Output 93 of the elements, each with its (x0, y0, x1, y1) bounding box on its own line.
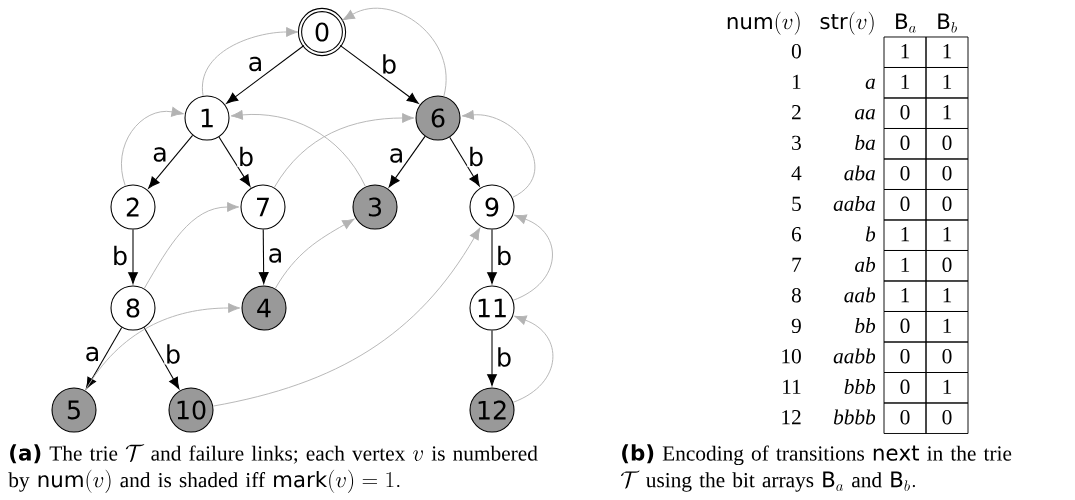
arrow (84, 303, 241, 391)
arrow (487, 229, 497, 284)
bit-cell: 0 (925, 158, 969, 190)
edge-label: b (164, 343, 182, 365)
row-number: 5 (792, 196, 801, 211)
bit-cell: 0 (883, 97, 927, 129)
row-string: aab (844, 287, 876, 303)
arrow (449, 136, 480, 187)
bit-cell: 0 (925, 189, 969, 221)
row-string: aabb (833, 348, 876, 364)
arrow (121, 106, 184, 187)
bit-cell: 1 (925, 97, 969, 129)
row-number: 4 (791, 166, 802, 181)
row-string: aba (844, 165, 875, 181)
bit-cell: 0 (925, 250, 969, 282)
edge-label: a (247, 56, 264, 72)
arrow (342, 7, 447, 97)
bit-cell: 0 (883, 189, 927, 221)
arrow (388, 135, 426, 188)
edge-label: a (388, 147, 405, 164)
edge-label: b (380, 53, 398, 75)
edge-label: a (267, 247, 284, 264)
arrow (148, 134, 194, 189)
column-header: $\mathsf{B}_a$ (896, 13, 916, 33)
edge-label: b (467, 146, 485, 167)
bit-cell: 1 (883, 219, 927, 251)
row-number: 2 (792, 105, 801, 120)
edge-label: b (111, 245, 129, 266)
row-string: ab (855, 257, 876, 272)
bit-cell: 0 (883, 128, 927, 160)
bit-cell: 0 (883, 311, 927, 343)
arrow (230, 109, 366, 188)
bit-cell: 0 (925, 128, 969, 160)
edge-label: a (84, 346, 101, 362)
edge-label: b (495, 245, 513, 266)
caption: $\textsf{\textbf{(a)}}\ \text{The trie}\ \mathcal{T}\ \allowbreak\text{and failure links;}\ \allowbreak\text{each vertex}\ v\ \allowbreak\text{is numbered}\allowbreak\ \text{by}\ \mathsf{num}(v)\ \allowbreak\text{and is shaded iff}\ \mathsf{mark}(v)=1.$ (8, 443, 538, 493)
arrow (202, 27, 299, 97)
row-number: 9 (791, 318, 801, 333)
row-number: 10 (782, 349, 801, 364)
arrow (85, 326, 123, 390)
row-string: aa (855, 109, 875, 120)
arrow (274, 218, 355, 289)
row-number: 7 (792, 257, 802, 272)
column-header: $\mathsf{str}(v)$ (820, 11, 874, 35)
bit-cell: 0 (883, 402, 927, 434)
row-string: bbb (844, 379, 876, 394)
row-string: a (865, 78, 875, 89)
row-number: 8 (791, 288, 801, 303)
bit-cell: 0 (883, 158, 927, 190)
arrow (258, 229, 269, 284)
arrow (512, 214, 553, 301)
arrow (512, 315, 554, 403)
arrow (226, 44, 305, 104)
bit-cell: 0 (883, 372, 927, 404)
row-string: ba (855, 135, 875, 150)
row-number: 6 (792, 227, 802, 242)
arrow (218, 136, 251, 187)
arrow (487, 330, 497, 386)
bit-cell: 1 (925, 372, 969, 404)
bit-cell: 1 (925, 280, 969, 312)
bit-cell: 1 (883, 36, 927, 68)
row-number: 0 (791, 44, 801, 59)
arrow (461, 109, 536, 198)
edge-label: b (237, 146, 255, 167)
bit-cell: 1 (925, 311, 969, 343)
bit-cell: 0 (925, 341, 969, 373)
row-string: b (865, 226, 876, 242)
arrow (143, 327, 180, 390)
bit-cell: 1 (883, 250, 927, 282)
edge-label: b (495, 346, 513, 368)
arrow (212, 227, 481, 407)
bit-cell: 1 (925, 36, 969, 68)
column-header: $\mathsf{num}(v)$ (727, 11, 800, 35)
arrow (143, 202, 240, 289)
row-number: 11 (783, 379, 801, 394)
row-number: 12 (782, 410, 801, 425)
arrow (273, 113, 415, 188)
arrow (339, 44, 419, 104)
bit-cell: 1 (925, 219, 969, 251)
row-string: bbbb (833, 409, 876, 425)
bit-cell: 0 (883, 341, 927, 373)
bit-cell: 1 (883, 67, 927, 99)
bit-cell: 0 (925, 402, 969, 434)
caption: $\textsf{\textbf{(b)}}\ \text{Encoding of transitions}\ \mathsf{next}\ \allowbreak\text{in the trie}\allowbreak\ \mathcal{T}\ \text{using the bit arrays}\ \allowbreak\mathsf{B}_a\ \text{and}\ \mathsf{B}_b.$ (621, 444, 1012, 492)
bit-cell: 1 (883, 280, 927, 312)
row-number: 3 (792, 135, 801, 150)
row-string: bb (855, 318, 876, 333)
row-number: 1 (792, 74, 801, 89)
edge-label: a (151, 146, 169, 163)
row-string: aaba (833, 196, 875, 211)
arrow (128, 229, 138, 284)
column-header: $\mathsf{B}_b$ (938, 13, 957, 33)
bit-cell: 1 (925, 67, 969, 99)
